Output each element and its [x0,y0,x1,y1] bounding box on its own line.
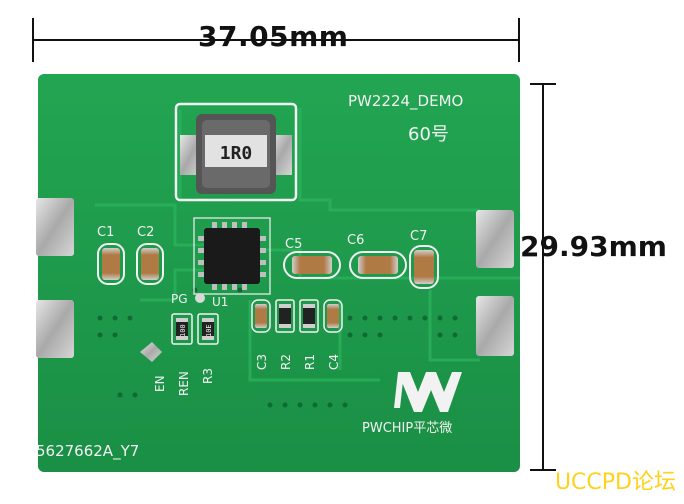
board-number-text: 60号 [408,124,449,145]
resistor-marking-1: 100 [179,324,187,337]
brand-text: PWCHIP平芯微 [362,421,452,436]
label-c3: C3 [255,354,269,370]
label-r1: R1 [303,354,317,370]
label-ren: REN [177,371,191,396]
label-c4: C4 [327,354,341,370]
label-c2: C2 [137,225,154,240]
label-u1: U1 [212,295,228,309]
capacitor-c7 [409,245,439,289]
label-c1: C1 [97,225,114,240]
pg-test-pad [195,293,205,303]
solder-pad-right-top [476,210,514,268]
resistor-r3 [197,313,219,345]
resistor-ren [171,313,193,345]
dimension-height-label: 29.93mm [520,230,667,263]
capacitor-c1 [97,243,125,285]
capacitor-c3 [251,299,271,333]
capacitor-c6 [349,251,407,279]
solder-pad-right-bottom [476,296,514,356]
label-en: EN [153,375,167,392]
resistor-marking-2: 10E [205,324,213,337]
ic-chip-u1 [204,228,260,284]
solder-pad-left-bottom [36,300,74,358]
dimension-height-line [530,83,556,471]
inductor-outline [174,102,298,202]
en-test-pad [140,342,162,362]
label-r2: R2 [279,354,293,370]
label-c6: C6 [347,233,364,248]
capacitor-c5 [283,251,341,279]
capacitor-c2 [136,243,164,285]
board-title-text: PW2224_DEMO [348,92,463,111]
label-c7: C7 [410,229,427,244]
forum-watermark: UCCPD论坛 [554,470,676,495]
resistor-r2 [275,299,295,333]
capacitor-c4 [323,299,343,333]
pwchip-logo-icon [394,372,462,412]
dimension-width-line [32,18,520,62]
board-serial-text: 5627662A_Y7 [36,442,139,461]
dimension-width-label: 37.05mm [198,20,349,53]
resistor-r1 [299,299,319,333]
label-pg: PG [171,292,188,306]
inductor-marking: 1R0 [220,143,253,164]
solder-pad-left-top [36,198,74,256]
label-c5: C5 [285,237,302,252]
label-r3: R3 [201,368,215,384]
ic-chip-pins [198,222,266,290]
